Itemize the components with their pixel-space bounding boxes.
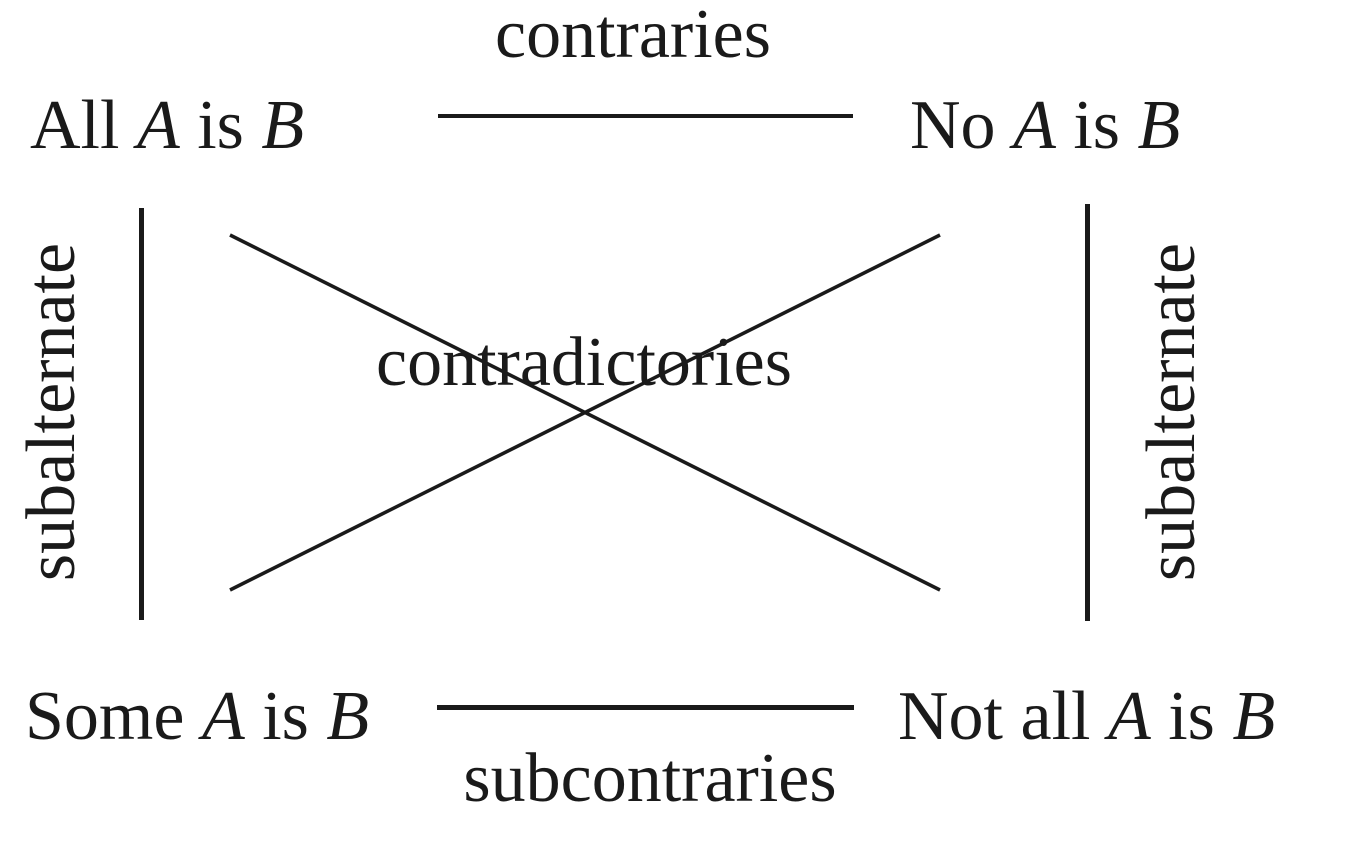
subcontraries-line [437,705,854,710]
subalternate-label-left: subalternate [13,242,90,582]
contraries-line [438,114,853,118]
proposition-some-a-is-b: Some A is B [25,682,369,752]
proposition-text: is [1055,87,1138,164]
subalternate-label-right: subalternate [1133,242,1210,582]
proposition-text: is [179,87,262,164]
proposition-no-a-is-b: No A is B [910,91,1180,161]
proposition-text: All [30,87,137,164]
contradictories-line-ascending [229,233,941,592]
proposition-text: Not all [898,678,1108,755]
term-b: B [261,87,305,164]
term-a: A [1107,678,1151,755]
proposition-text: is [244,678,327,755]
proposition-text: Some [25,678,202,755]
term-a: A [1013,87,1056,164]
proposition-text: No [910,87,1014,164]
contradictories-label: contradictories [376,324,792,401]
subalternate-line-left [139,208,144,620]
contraries-label: contraries [495,0,771,73]
term-b: B [1232,678,1276,755]
proposition-all-a-is-b: All A is B [30,91,304,161]
subcontraries-label: subcontraries [463,740,837,817]
term-a: A [201,678,245,755]
subalternate-line-right [1085,204,1090,621]
term-b: B [1137,87,1181,164]
proposition-not-all-a-is-b: Not all A is B [898,682,1275,752]
term-a: A [136,87,180,164]
term-b: B [326,678,370,755]
proposition-text: is [1150,678,1233,755]
